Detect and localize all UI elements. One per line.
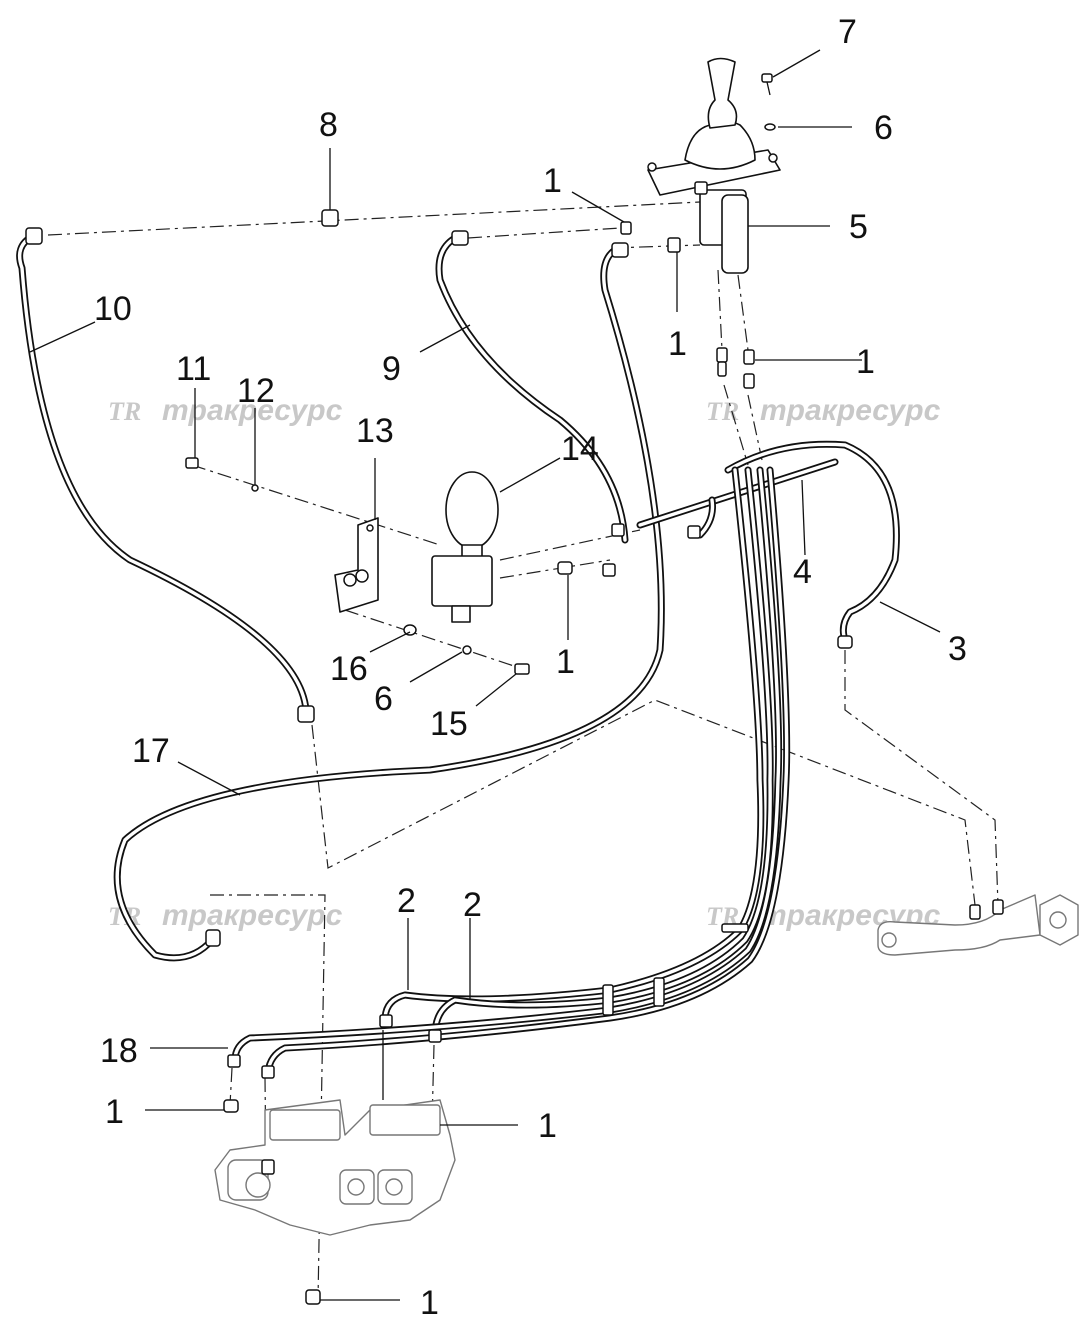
label-6: 6	[874, 109, 893, 147]
label-17: 17	[132, 732, 170, 770]
adapters-1	[223, 221, 755, 1305]
bolt-15	[514, 663, 530, 675]
hose-10	[16, 227, 315, 723]
screw-7	[761, 73, 773, 96]
label-3: 3	[948, 630, 967, 668]
label-1: 1	[543, 162, 562, 200]
control-valve-block	[214, 1099, 456, 1236]
label-16: 16	[330, 650, 368, 688]
label-2: 2	[397, 882, 416, 920]
label-1: 1	[668, 325, 687, 363]
label-9: 9	[382, 350, 401, 388]
bracket-13	[334, 517, 379, 613]
pedal-valve-pipe	[877, 894, 1079, 956]
hose-9	[435, 230, 629, 544]
label-15: 15	[430, 705, 468, 743]
accumulator-14	[431, 471, 499, 623]
label-1: 1	[420, 1284, 439, 1322]
hose-17	[113, 242, 665, 962]
label-1: 1	[105, 1093, 124, 1131]
label-18: 18	[100, 1032, 138, 1070]
watermark-top-left: TR тракресурс	[108, 394, 343, 427]
label-13: 13	[356, 412, 394, 450]
watermark-text: тракресурс	[760, 394, 941, 427]
part-labels: 7 6 8 1 5 10 9 1 1 11 12 13 14 4 3 1 16 …	[94, 13, 967, 1322]
label-12: 12	[237, 372, 275, 410]
label-1: 1	[556, 643, 575, 681]
label-8: 8	[319, 106, 338, 144]
leader-lines	[29, 49, 941, 1301]
label-5: 5	[849, 208, 868, 246]
label-7: 7	[838, 13, 857, 51]
label-1: 1	[856, 343, 875, 381]
label-1: 1	[538, 1107, 557, 1145]
label-2: 2	[463, 886, 482, 924]
label-14: 14	[561, 430, 599, 468]
washer-6b	[462, 645, 472, 655]
watermark-top-right: TR тракресурс	[706, 394, 941, 427]
adapter-8	[321, 209, 339, 227]
watermark-text: тракресурс	[162, 394, 343, 427]
label-4: 4	[793, 553, 812, 591]
watermark-text: тракресурс	[162, 899, 343, 932]
hose-bundle-2	[227, 466, 791, 1079]
washer-12	[251, 484, 259, 492]
watermark-bottom-left: TR тракресурс	[108, 899, 343, 932]
label-10: 10	[94, 290, 132, 328]
joystick-valve	[647, 57, 781, 274]
watermark-logo: TR	[108, 397, 141, 426]
washer-16	[403, 624, 417, 636]
watermark-logo: TR	[706, 397, 739, 426]
label-6: 6	[374, 680, 393, 718]
washer-6	[764, 123, 776, 131]
bolt-11	[185, 457, 199, 469]
hose-3	[724, 440, 900, 649]
label-11: 11	[176, 350, 211, 388]
